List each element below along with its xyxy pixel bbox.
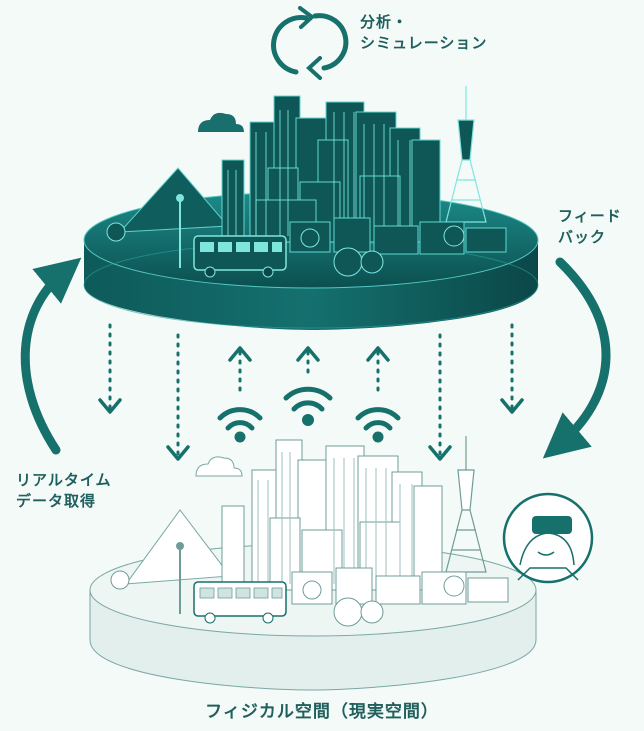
cloud-icon: [198, 112, 244, 132]
feedback-label: フィード バック: [558, 206, 622, 248]
realtime-data-label: リアルタイム データ取得: [16, 470, 112, 512]
mountain-icon: [118, 167, 230, 233]
realtime-label-line2: データ取得: [16, 492, 97, 510]
cyber-window-grid: [227, 110, 411, 236]
analysis-label-line1: 分析・: [360, 13, 409, 31]
left-cycle-arrow: [20, 257, 82, 455]
cyber-space-platform: [83, 86, 539, 330]
cycle-arrows-icon: [271, 6, 349, 80]
cyber-city-buildings: [221, 95, 441, 243]
street-lamp: [176, 194, 184, 268]
cyber-trees: [106, 222, 465, 277]
downlink-dotted-arrows: [108, 323, 514, 457]
physical-trees: [110, 570, 465, 627]
bus-icon: [193, 235, 287, 278]
feedback-label-line1: フィード: [558, 207, 622, 225]
wifi-icon: [217, 386, 401, 443]
feedback-label-line2: バック: [558, 228, 607, 246]
arrow-heads: [98, 346, 524, 461]
tower-icon: [445, 436, 487, 573]
physical-city-buildings: [221, 439, 443, 591]
tower-icon: [445, 86, 487, 223]
analysis-simulation-label: 分析・ シミュレーション: [360, 12, 487, 54]
physical-space-label: フィジカル空間（現実空間）: [205, 702, 439, 722]
right-cycle-arrow: [542, 257, 611, 459]
vr-headset-person-icon: [502, 492, 594, 584]
physical-space-platform: [89, 436, 537, 691]
analysis-label-line2: シミュレーション: [360, 34, 488, 52]
physical-window-grid: [257, 452, 413, 584]
street-lamp: [176, 542, 184, 614]
bus-icon: [193, 581, 287, 624]
realtime-label-line1: リアルタイム: [16, 471, 112, 489]
cloud-icon: [195, 456, 243, 477]
